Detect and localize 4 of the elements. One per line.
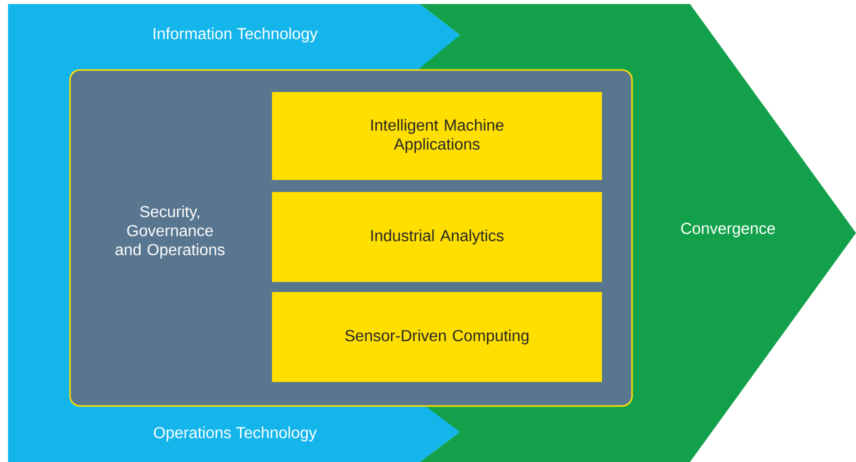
arrow-band: Information Technology — [8, 4, 460, 72]
process-box: Sensor-Driven Computing — [272, 292, 602, 382]
process-box: Intelligent Machine Applications — [272, 92, 602, 180]
process-box: Industrial Analytics — [272, 192, 602, 282]
